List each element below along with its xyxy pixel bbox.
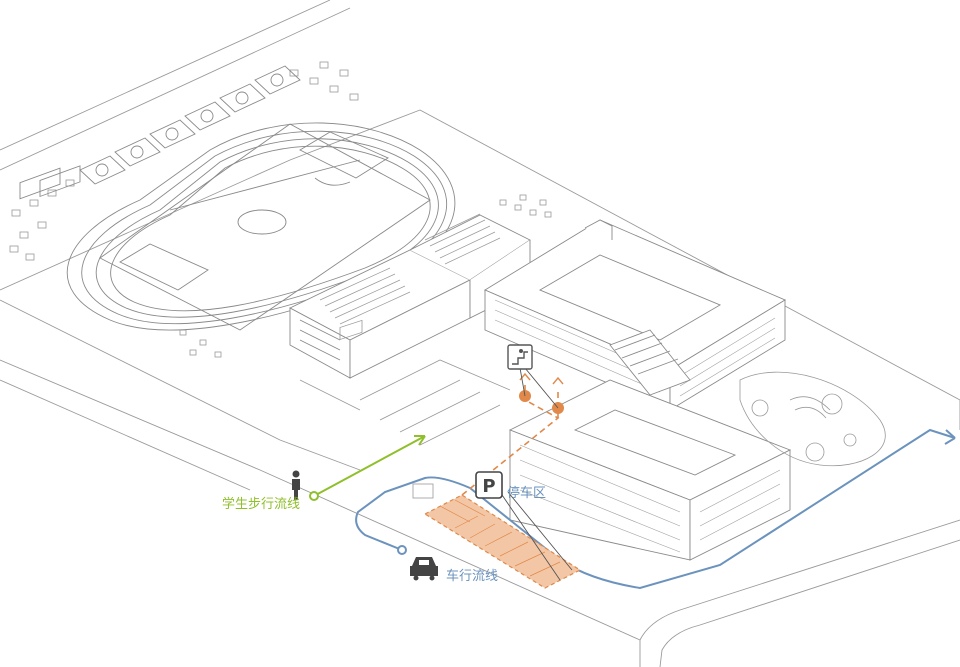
site-lower-edge: [0, 299, 361, 471]
entrance-plaza: [299, 319, 511, 499]
plaza-grid: [9, 61, 552, 358]
south-block-windows: [519, 444, 781, 553]
vehicle-flow-label: 车行流线: [446, 568, 498, 584]
teaching-building-south: [508, 379, 792, 561]
landscape-garden: [739, 371, 886, 467]
car-icon: [410, 557, 438, 581]
vehicle-flow-start: [397, 545, 407, 555]
football-field: [99, 123, 431, 331]
road-edge-top-inner: [0, 7, 351, 171]
gate-house: [339, 319, 363, 341]
student-walk-label: 学生步行流线: [222, 496, 300, 512]
road-edge-bottom-inner: [0, 379, 251, 491]
gymnasium: [289, 214, 531, 379]
road-edge-right: [639, 519, 960, 667]
entry-arrows: [519, 372, 564, 385]
stairs-icon: [507, 344, 533, 370]
guard-booth: [412, 483, 434, 499]
sports-courts: [19, 65, 301, 200]
connecting-stair: [609, 329, 691, 396]
svg-text:P: P: [482, 476, 495, 497]
site-boundary: [0, 109, 960, 430]
vehicle-flow-path: [355, 428, 956, 590]
teaching-building-north: [484, 219, 786, 411]
road-edge-bottom: [0, 359, 641, 641]
person-icon: [292, 470, 300, 500]
student-walk-path: [313, 435, 426, 497]
parking-area: [423, 494, 582, 589]
gym-roof-panels: [319, 213, 501, 325]
leader-lines: [499, 367, 573, 581]
parking-sign-icon: P: [475, 471, 503, 499]
road-edge-right-inner: [659, 539, 960, 667]
parking-label: 停车区: [507, 485, 546, 501]
road-edge-top: [0, 0, 331, 151]
walk-flow-start: [309, 491, 319, 501]
